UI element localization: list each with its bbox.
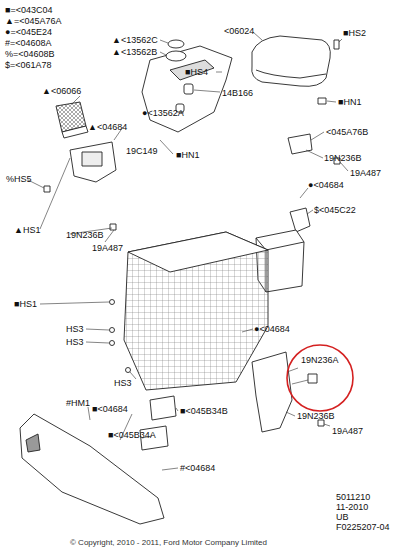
- callout-number: ■HS2: [343, 28, 366, 38]
- callout-number: 19A487: [332, 426, 363, 436]
- callout-number: ▲HS1: [14, 225, 40, 235]
- callout-number: ■<045B34A: [108, 430, 156, 440]
- callout-number: 19A487: [92, 243, 123, 253]
- trim-badge: [26, 434, 40, 452]
- shift-boot: [166, 51, 186, 61]
- armrest-lid: [252, 36, 331, 86]
- screw: [334, 40, 339, 49]
- drawing-code: UB: [336, 512, 349, 522]
- callout-number: %HS5: [6, 174, 32, 184]
- switch-plate-base: [62, 126, 88, 138]
- screw: [110, 341, 115, 346]
- console-top: [128, 232, 268, 272]
- side-trim-left: [20, 414, 164, 524]
- armrest-lid-edge: [256, 70, 326, 78]
- legend-key: ▲=<045A76A: [5, 16, 61, 26]
- bracket-045c22: [290, 208, 310, 232]
- drawing-code: F0225207-04: [336, 522, 390, 532]
- callout-number: 19C149: [126, 146, 158, 156]
- callout-number: ■HN1: [176, 150, 199, 160]
- shifter-bezel: [142, 46, 232, 132]
- callout-number: ■<04684: [92, 404, 128, 414]
- bracket-045b34b: [150, 396, 176, 420]
- copyright-note: © Copyright, 2010 - 2011, Ford Motor Com…: [70, 538, 267, 548]
- shifter-slot: [170, 60, 214, 80]
- shift-boot-ring: [168, 40, 184, 48]
- callout-number: <045A76B: [326, 127, 368, 137]
- callout-number: ●<13562A: [142, 108, 184, 118]
- callout-number: ▲<06066: [42, 86, 81, 96]
- callout-number: ▲<13562B: [112, 47, 157, 57]
- callout-number: ▲<13562C: [112, 35, 158, 45]
- callout-number: 19N236A: [301, 355, 339, 365]
- bracket-19c149: [70, 142, 116, 182]
- side-panel-right: [252, 352, 292, 432]
- callout-number: 19N236B: [66, 230, 104, 240]
- callout-number: <06024: [224, 26, 254, 36]
- clip: [110, 224, 116, 230]
- clip-19n236a: [308, 374, 317, 383]
- clip: [44, 186, 50, 192]
- screw: [110, 300, 115, 305]
- callout-number: #<04684: [180, 463, 215, 473]
- legend-key: $=<061A78: [5, 60, 52, 70]
- callout-number: 19N236B: [297, 411, 335, 421]
- drawing-code: 5011210: [336, 492, 370, 502]
- callout-number: 14B166: [222, 88, 253, 98]
- drawing-code: 11-2010: [336, 502, 368, 512]
- callout-number: HS3: [66, 324, 84, 334]
- callout-number: ●<04684: [308, 180, 344, 190]
- nut: [318, 98, 326, 104]
- screw: [110, 328, 115, 333]
- bushing: [184, 84, 193, 94]
- callout-number: ■HN1: [338, 97, 361, 107]
- callout-number: ■HS1: [14, 299, 37, 309]
- screw: [126, 368, 131, 373]
- callout-number: #HM1: [66, 398, 90, 408]
- console-body: [124, 232, 268, 390]
- bracket-window: [82, 152, 102, 166]
- callout-number: ■<045B34B: [180, 406, 228, 416]
- callout-number: ▲<04684: [88, 122, 127, 132]
- legend-key: ●=<045E24: [5, 27, 52, 37]
- callout-number: HS3: [114, 378, 132, 388]
- callout-number: HS3: [66, 337, 84, 347]
- callout-number: $<045C22: [314, 205, 356, 215]
- highlight-circle: [287, 345, 353, 411]
- legend-key: ■=<043C04: [5, 5, 52, 15]
- callout-number: ●<04684: [254, 324, 290, 334]
- legend-key: %=<04608B: [5, 49, 55, 59]
- callout-number: ■HS4: [185, 67, 208, 77]
- legend-key: #=<04608A: [5, 38, 52, 48]
- callout-number: 19A487: [350, 168, 381, 178]
- callout-number: 19N236B: [324, 153, 362, 163]
